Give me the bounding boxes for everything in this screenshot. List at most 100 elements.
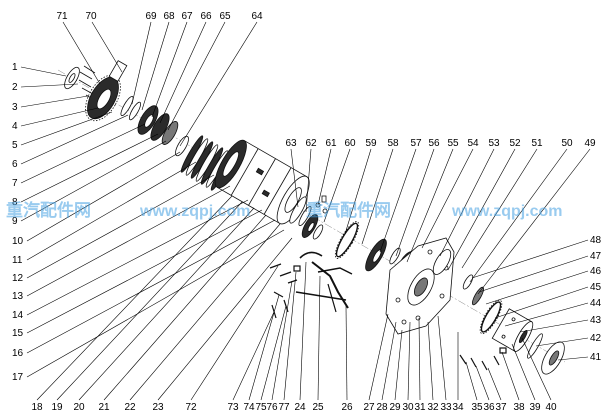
watermark-site-name: 重汽配件网: [306, 200, 391, 221]
gear-b: [150, 113, 170, 141]
callout-28: 28: [376, 402, 388, 413]
callout-22: 22: [124, 402, 136, 413]
callout-19: 19: [51, 402, 63, 413]
callout-18: 18: [31, 402, 43, 413]
callout-57: 57: [410, 138, 422, 149]
thrust-ring-b: [128, 101, 142, 121]
callout-23: 23: [152, 402, 164, 413]
output-ring: [480, 301, 502, 333]
callout-35: 35: [471, 402, 483, 413]
clutch-housing: [214, 139, 310, 225]
bearing-ring-b: [298, 205, 312, 227]
watermark: 重汽配件网 www.zqpj.com 重汽配件网 www.zqpj.com: [6, 200, 563, 221]
end-cover-inner: [68, 73, 76, 83]
callout-30: 30: [402, 402, 414, 413]
callout-56: 56: [428, 138, 440, 149]
small-pin-b: [322, 208, 328, 214]
callout-71: 71: [56, 11, 68, 22]
spacer-disc: [175, 135, 189, 157]
callout-34: 34: [452, 402, 464, 413]
leader-lines: [20, 21, 591, 401]
callout-26: 26: [341, 402, 353, 413]
watermark-url: www.zqpj.com: [139, 203, 251, 220]
output-housing: [491, 308, 534, 352]
callout-33: 33: [440, 402, 452, 413]
callouts-left: 1 2 3 4 5 6 7 8 9 10 11 12 13 14 15 16 1…: [12, 62, 24, 383]
callout-11: 11: [12, 255, 23, 266]
callout-65: 65: [219, 11, 231, 22]
callout-59: 59: [365, 138, 377, 149]
callout-64: 64: [251, 11, 263, 22]
callout-5: 5: [12, 140, 18, 151]
watermark-url: www.zqpj.com: [451, 203, 563, 220]
callout-47: 47: [590, 251, 602, 262]
callout-36: 36: [483, 402, 495, 413]
callout-60: 60: [344, 138, 356, 149]
callout-46: 46: [590, 266, 602, 277]
ring-gear: [335, 222, 359, 258]
callout-25: 25: [312, 402, 324, 413]
callout-50: 50: [561, 138, 573, 149]
bolt-set-c: [459, 347, 507, 371]
parts-group: [64, 60, 565, 375]
bolt-set-b: [269, 263, 301, 319]
callout-6: 6: [12, 159, 18, 170]
washer-a: [312, 224, 324, 240]
case-flange: [432, 249, 452, 275]
callout-54: 54: [467, 138, 479, 149]
callout-67: 67: [181, 11, 193, 22]
watermark-site-name: 重汽配件网: [6, 200, 91, 221]
callout-70: 70: [85, 11, 97, 22]
callout-24: 24: [294, 402, 306, 413]
callout-10: 10: [12, 236, 24, 247]
callout-31: 31: [414, 402, 426, 413]
callout-72: 72: [185, 402, 197, 413]
callout-42: 42: [590, 333, 602, 344]
callouts-right: 48 47 46 45 44 43 42 41: [590, 235, 602, 363]
callout-13: 13: [12, 291, 24, 302]
callout-69: 69: [145, 11, 157, 22]
callout-76: 76: [266, 402, 278, 413]
callout-63: 63: [285, 138, 297, 149]
callout-51: 51: [531, 138, 543, 149]
callout-62: 62: [305, 138, 317, 149]
callout-29: 29: [389, 402, 401, 413]
callout-21: 21: [98, 402, 110, 413]
callout-52: 52: [509, 138, 521, 149]
callout-41: 41: [590, 352, 602, 363]
callout-32: 32: [427, 402, 439, 413]
planet-gear-housing-bore: [96, 88, 112, 110]
callouts-middle: 63 62 61 60 59 58 57 56 55 54 53 52 51 5…: [285, 138, 596, 149]
callout-39: 39: [529, 402, 541, 413]
callout-27: 27: [363, 402, 375, 413]
callout-77: 77: [278, 402, 290, 413]
callout-74: 74: [243, 402, 255, 413]
callout-73: 73: [227, 402, 239, 413]
callout-43: 43: [590, 315, 602, 326]
drive-gear-bore: [307, 222, 315, 232]
callout-16: 16: [12, 348, 24, 359]
small-clip: [321, 195, 327, 203]
case-bore-inner: [413, 277, 429, 297]
thrust-ring-a: [120, 95, 134, 117]
callouts-top: 71 70 69 68 67 66 65 64: [56, 11, 263, 22]
callout-1: 1: [12, 62, 18, 73]
case-bolt-holes: [395, 249, 449, 325]
callout-38: 38: [513, 402, 525, 413]
callout-9: 9: [12, 216, 18, 227]
gear-c: [161, 121, 179, 145]
callout-4: 4: [12, 121, 18, 132]
output-ring-teeth: [479, 299, 503, 335]
callout-37: 37: [495, 402, 507, 413]
bearing-ring-a: [289, 196, 307, 224]
callout-53: 53: [488, 138, 500, 149]
callout-7: 7: [12, 178, 18, 189]
callout-3: 3: [12, 102, 18, 113]
shift-fork-assembly: [295, 251, 353, 313]
callout-66: 66: [200, 11, 212, 22]
callout-48: 48: [590, 235, 602, 246]
gasket: [527, 333, 543, 359]
rear-cover-inner: [548, 350, 560, 366]
callout-14: 14: [12, 310, 24, 321]
